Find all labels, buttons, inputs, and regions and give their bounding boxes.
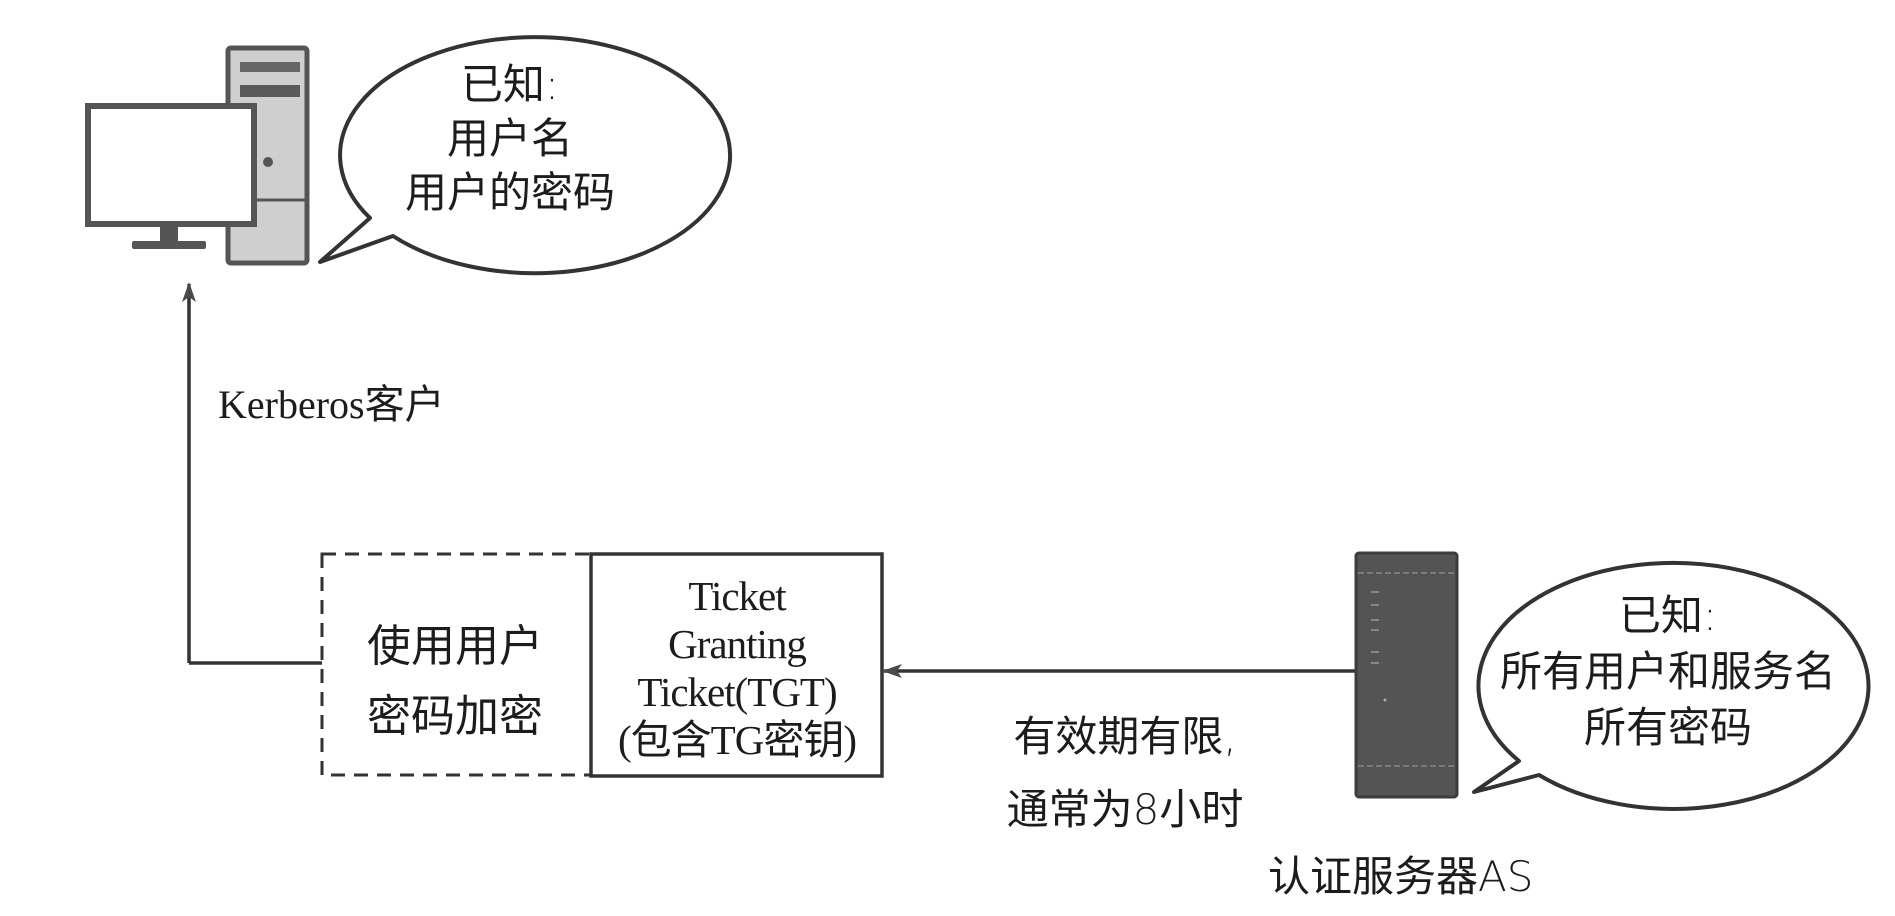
tgt-box-line: (包含TG密钥) [618,717,857,763]
authentication-server-label: 认证服务器AS [1268,852,1534,901]
client-speech-bubble [318,35,732,276]
encryption-box-line: 使用用户 [367,621,543,672]
monitor [85,103,257,249]
validity-note-line: 有效期有限, [1013,712,1237,761]
server-knowledge-line: 所有用户和服务名 [1499,647,1836,696]
server-speech-bubble [1472,560,1871,811]
encryption-box-text: 使用用户 密码加密 [330,612,580,752]
tgt-box-line: Ticket(TGT) [637,669,837,715]
encryption-box-line: 密码加密 [367,691,543,742]
server-knowledge-line: 所有密码 [1583,703,1752,752]
server-knowledge-line: 已知: [1618,591,1718,640]
client-knowledge-text: 已知: 用户名 用户的密码 [360,58,660,220]
client-knowledge-line: 已知: [460,60,560,109]
tgt-box-line: Granting [668,621,807,667]
server-knowledge-text: 已知: 所有用户和服务名 所有密码 [1478,588,1858,756]
tgt-box-text: Ticket Granting Ticket(TGT) (包含TG密钥) [592,572,882,764]
client-knowledge-line: 用户的密码 [404,168,615,217]
validity-note: 有效期有限, 通常为8小时 [975,700,1275,846]
tgt-box-line: Ticket [688,573,786,619]
client-label: Kerberos客户 [218,382,445,427]
validity-note-line: 通常为8小时 [1006,785,1244,834]
server-tower-icon [1354,551,1459,799]
client-knowledge-line: 用户名 [446,114,573,163]
desktop-computer-icon [85,45,310,266]
